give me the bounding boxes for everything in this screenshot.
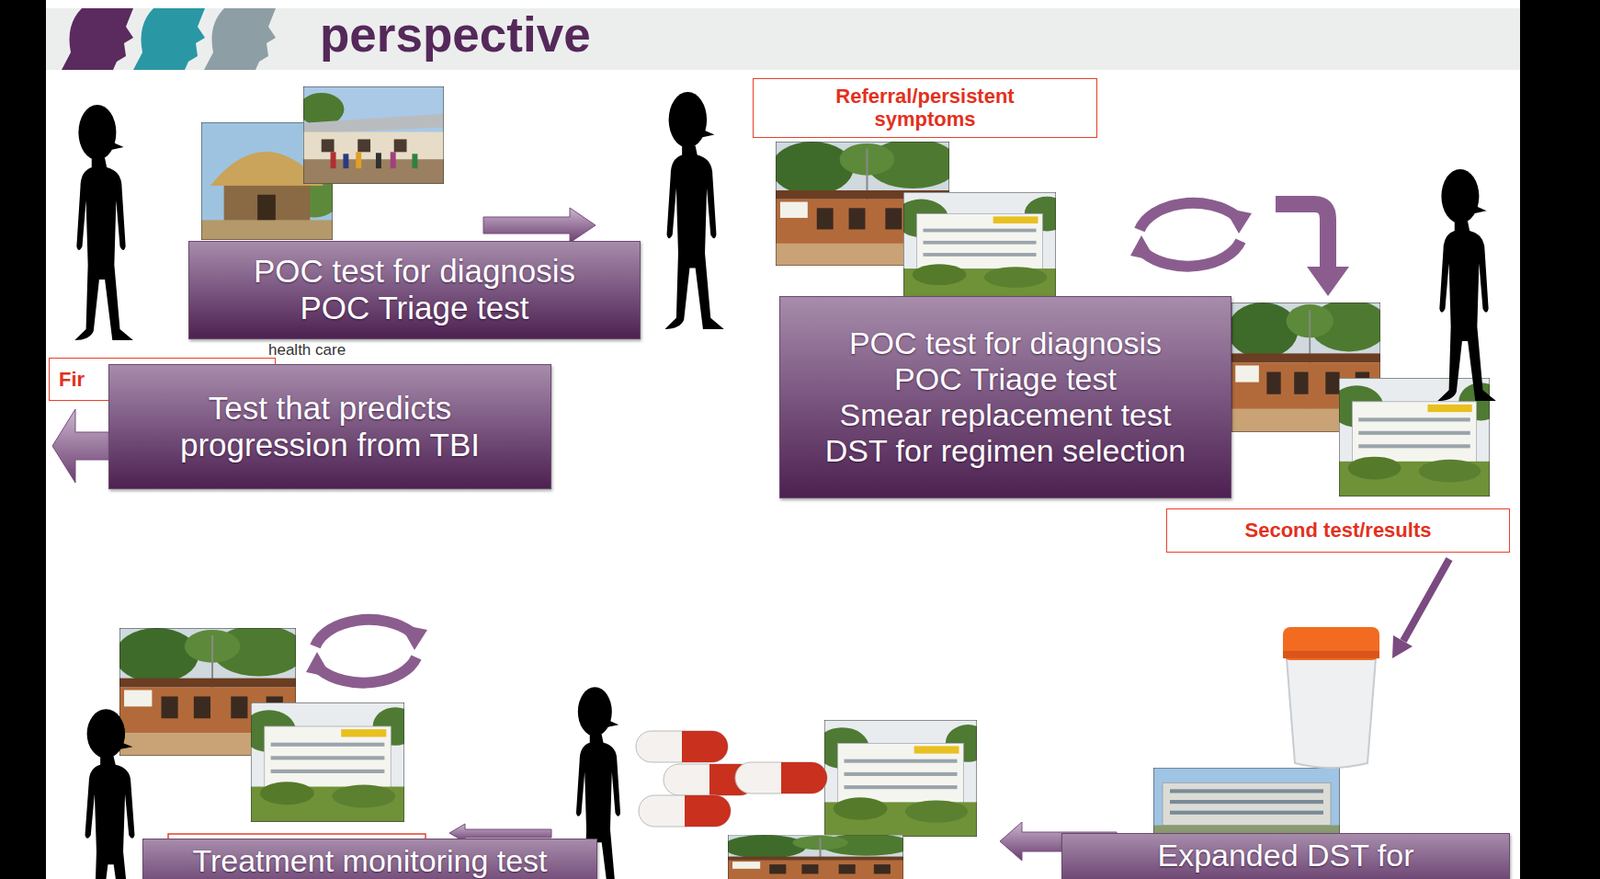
capsule: [638, 794, 731, 827]
note-label: health care: [268, 340, 346, 360]
box-text: Expanded DST for: [1157, 837, 1414, 874]
illustration-part: [1282, 650, 1380, 659]
patient-figure: [664, 91, 724, 330]
box-text: POC Triage test: [894, 361, 1117, 398]
test-box: Test that predicts progression from TBI: [108, 363, 552, 489]
patient-figure: [74, 104, 134, 341]
cycle-arrows: [1130, 203, 1252, 267]
callout-label: Second test/results: [1245, 518, 1432, 542]
callout-box: Referral/persistent symptoms: [752, 78, 1098, 138]
box-text: POC Triage test: [300, 289, 530, 327]
slide-title: perspective: [319, 7, 591, 64]
reference-lab-photo: [1153, 767, 1340, 837]
clinic-photo: [723, 833, 913, 879]
illustration-part: [1275, 204, 1328, 269]
sputum-cup: [1282, 626, 1380, 768]
hospital-photo: [894, 192, 1069, 301]
box-text: Treatment monitoring test: [192, 842, 547, 879]
box-text: POC test for diagnosis: [849, 325, 1162, 362]
test-box: POC test for diagnosisPOC Triage testSme…: [779, 295, 1232, 499]
title-bar: [45, 8, 1521, 70]
hospital-photo: [241, 702, 419, 822]
logo: [61, 8, 276, 70]
cycle-arrows: [306, 619, 428, 683]
illustration-part: [1403, 558, 1450, 641]
note-text: health care: [268, 340, 346, 360]
illustration-part: [1392, 635, 1413, 659]
illustration-part: [1286, 658, 1376, 768]
flow-arrow: [1275, 204, 1350, 296]
callout-label: Referral/persistent symptoms: [799, 84, 1051, 132]
box-text: Smear replacement test: [839, 397, 1172, 433]
test-box: Expanded DST for: [1061, 832, 1510, 879]
illustration-part: [61, 8, 134, 70]
illustration-part: [1306, 266, 1350, 296]
illustration-part: [204, 8, 276, 70]
test-box: POC test for diagnosisPOC Triage test: [188, 240, 641, 340]
callout-box: Second test/results: [1166, 508, 1510, 553]
school-photo: [298, 86, 444, 184]
test-box: Treatment monitoring test: [142, 838, 598, 879]
box-text: POC test for diagnosis: [253, 252, 576, 290]
flow-arrow: [483, 207, 596, 243]
illustration-part: [1282, 626, 1380, 660]
box-text: Test that predicts progression from TBI: [155, 389, 505, 465]
capsule: [735, 761, 828, 794]
callout-label: Fir: [58, 367, 85, 391]
slide-ground: [45, 0, 1521, 879]
illustration-part: [133, 8, 205, 70]
capsule: [635, 730, 728, 762]
box-text: DST for regimen selection: [825, 432, 1186, 469]
hospital-photo: [815, 719, 990, 837]
flow-arrow: [52, 408, 113, 483]
patient-figure: [1437, 169, 1497, 401]
flow-arrow: [1392, 558, 1450, 659]
patient-figure: [82, 708, 142, 879]
